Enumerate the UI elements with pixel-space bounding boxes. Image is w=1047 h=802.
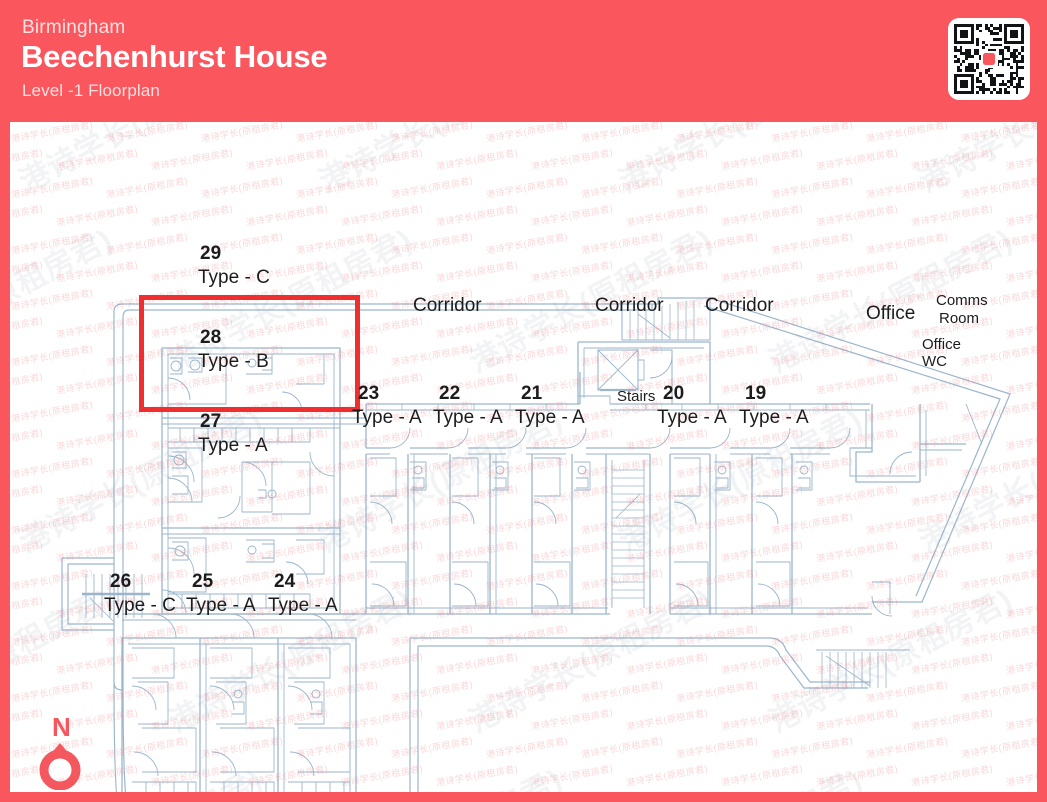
room-number-29: 29 xyxy=(200,243,222,264)
area-label-wc-8: WC xyxy=(922,353,947,370)
room-number-20: 20 xyxy=(663,383,685,404)
area-label-room-6: Room xyxy=(939,310,980,327)
room-number-27: 27 xyxy=(200,411,222,432)
floorplan-canvas[interactable]: 港诗学长(原租房君)港诗学长(原租房君)港诗学长(原租房君)港诗学长(原租房君)… xyxy=(10,122,1037,792)
area-label-comms-5: Comms xyxy=(936,292,988,309)
qr-code[interactable] xyxy=(948,18,1030,100)
wall-lines xyxy=(61,297,1011,792)
qr-logo-inner xyxy=(983,53,995,65)
room-type-25: Type - A xyxy=(186,595,256,616)
room-type-28: Type - B xyxy=(198,351,269,372)
room-number-25: 25 xyxy=(192,571,214,592)
room-type-27: Type - A xyxy=(198,435,268,456)
area-label-corridor-0: Corridor xyxy=(413,295,482,316)
page-title: Beechenhurst House xyxy=(21,39,328,74)
room-type-26: Type - C xyxy=(104,595,176,616)
room-type-20: Type - A xyxy=(657,407,727,428)
room-number-24: 24 xyxy=(274,571,296,592)
room-type-22: Type - A xyxy=(433,407,503,428)
room-number-26: 26 xyxy=(110,571,132,592)
header-bar: Birmingham Beechenhurst House Level -1 F… xyxy=(0,0,1047,122)
city-label: Birmingham xyxy=(22,17,126,38)
room-type-29: Type - C xyxy=(198,267,270,288)
area-label-office-7: Office xyxy=(922,336,961,353)
compass-needle-icon xyxy=(39,743,81,791)
room-type-23: Type - A xyxy=(352,407,422,428)
qr-logo xyxy=(980,50,998,68)
compass-north-indicator: N xyxy=(30,712,90,791)
area-label-corridor-2: Corridor xyxy=(705,295,774,316)
room-number-28: 28 xyxy=(200,327,222,348)
area-label-corridor-1: Corridor xyxy=(595,295,664,316)
room-number-19: 19 xyxy=(745,383,767,404)
room-type-21: Type - A xyxy=(515,407,585,428)
room-number-22: 22 xyxy=(439,383,461,404)
qr-code-canvas xyxy=(954,24,1024,94)
highlighted-room-box[interactable] xyxy=(139,295,360,412)
area-label-office-3: Office xyxy=(866,303,916,324)
room-number-21: 21 xyxy=(521,383,543,404)
room-type-19: Type - A xyxy=(739,407,809,428)
area-label-stairs-4: Stairs xyxy=(617,388,656,405)
floorplan-drawing xyxy=(61,297,1011,792)
room-number-23: 23 xyxy=(358,383,380,404)
compass-north-label: N xyxy=(52,712,71,742)
room-type-24: Type - A xyxy=(268,595,338,616)
level-subtitle: Level -1 Floorplan xyxy=(22,81,160,100)
